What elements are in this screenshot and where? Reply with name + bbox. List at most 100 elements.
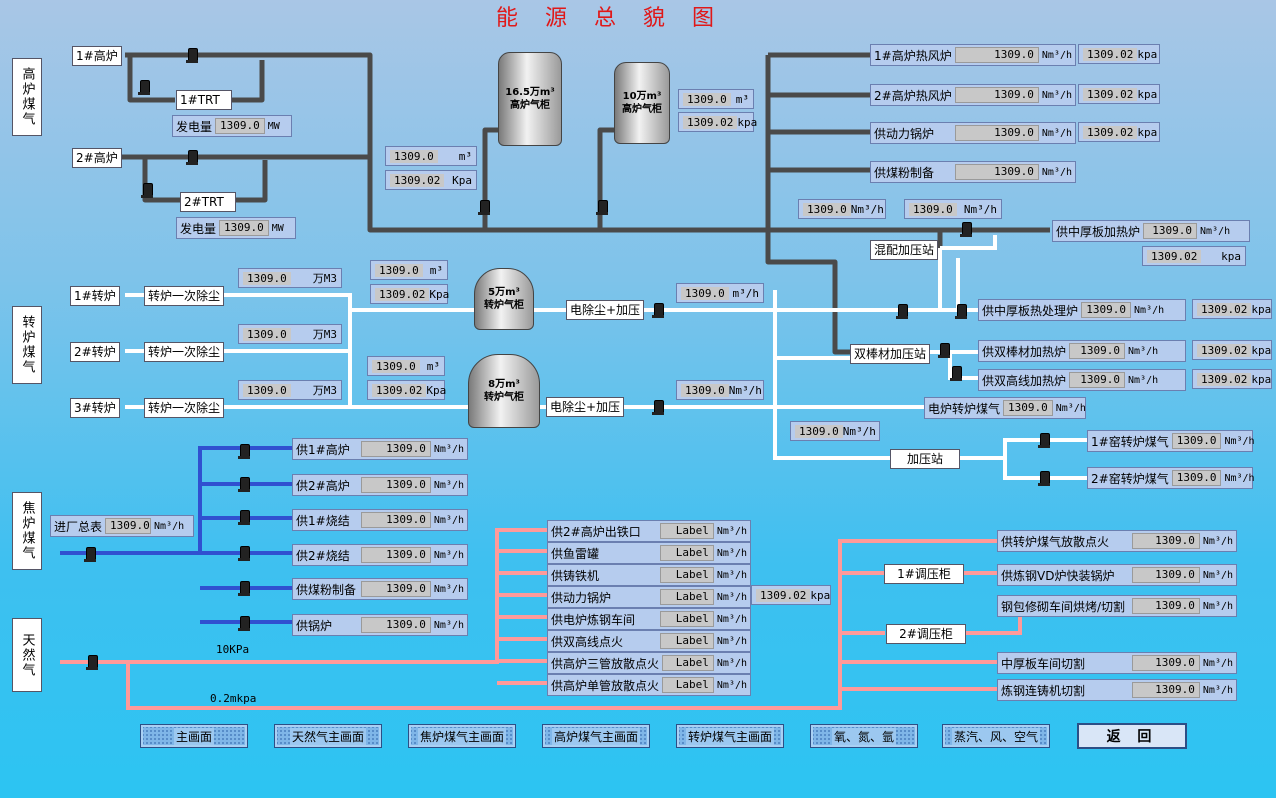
unit: kpa: [1221, 249, 1241, 263]
valve-icon[interactable]: [960, 222, 972, 237]
value: 1309.0: [1069, 372, 1126, 388]
label: 电炉转炉煤气: [928, 401, 1001, 416]
valve-icon[interactable]: [955, 304, 967, 319]
value: 1309.0: [1069, 343, 1126, 359]
unit: kpa: [737, 115, 758, 129]
value: 1309.02: [1147, 249, 1202, 263]
value: 1309.0: [372, 359, 420, 373]
valve-icon[interactable]: [596, 200, 608, 215]
valve-icon[interactable]: [1038, 433, 1050, 448]
valve-icon[interactable]: [86, 655, 98, 670]
value: 1309.02: [375, 287, 430, 301]
valve-icon[interactable]: [652, 400, 664, 415]
unit: Nm³/h: [716, 635, 747, 647]
coke-consumer-2: 供2#高炉 1309.0 Nm³/h: [292, 474, 468, 496]
valve-icon[interactable]: [950, 366, 962, 381]
nav-button-1[interactable]: 主画面: [140, 724, 248, 748]
tank-name: 高炉气柜: [509, 100, 550, 111]
back-button[interactable]: 返 回: [1077, 723, 1187, 749]
value: 1309.0: [1131, 598, 1200, 614]
label: 炼钢连铸机切割: [1001, 683, 1086, 698]
gas-consumer-5: 供电炉炼钢车间 Label Nm³/h: [547, 608, 751, 630]
nav-button-5[interactable]: 转炉煤气主画面: [676, 724, 784, 748]
coke-consumer-4: 供2#烧结 1309.0 Nm³/h: [292, 544, 468, 566]
valve-icon[interactable]: [938, 343, 950, 358]
label: 供煤粉制备: [874, 165, 935, 180]
blast-furnace-2-label: 2#高炉: [72, 148, 122, 168]
valve-icon[interactable]: [478, 200, 490, 215]
unit: Nm³/h: [1202, 657, 1233, 669]
unit: Nm³/h: [716, 547, 747, 559]
label: 供1#烧结: [296, 513, 350, 528]
nav-button-7[interactable]: 蒸汽、风、空气: [942, 724, 1050, 748]
valve-icon[interactable]: [238, 477, 250, 492]
label: 供中厚板加热炉: [1056, 224, 1141, 239]
top-consumer-1: 1#高炉热风炉 1309.0 Nm³/h: [870, 44, 1076, 66]
gas-consumer-2: 供鱼雷罐 Label Nm³/h: [547, 542, 751, 564]
label: 供动力锅炉: [874, 126, 935, 141]
unit: Nm³/h: [1202, 600, 1233, 612]
nav-button-label: 焦炉煤气主画面: [417, 727, 506, 745]
valve-icon[interactable]: [141, 183, 153, 198]
value: 1309.02: [1083, 125, 1138, 139]
unit: Nm³/h: [1134, 304, 1165, 316]
generation-unit: MW: [267, 120, 280, 132]
nav-button-label: 天然气主画面: [289, 727, 366, 745]
valve-icon[interactable]: [186, 150, 198, 165]
valve-icon[interactable]: [186, 48, 198, 63]
nav-button-4[interactable]: 高炉煤气主画面: [542, 724, 650, 748]
value: 1309.0: [683, 92, 731, 106]
generation-value: 1309.0: [215, 118, 265, 134]
valve-icon[interactable]: [652, 303, 664, 318]
nav-button-3[interactable]: 焦炉煤气主画面: [408, 724, 516, 748]
regulator-cabinet-1: 1#调压柜: [884, 564, 964, 584]
regulator-cabinet-2: 2#调压柜: [886, 624, 966, 644]
label: 供双棒材加热炉: [982, 344, 1067, 359]
valve-icon[interactable]: [1038, 471, 1050, 486]
unit: Nm³/h: [716, 569, 747, 581]
value: 1309.0: [681, 286, 729, 300]
unit: 万M3: [312, 384, 337, 397]
nav-button-6[interactable]: 氧、氮、氩: [810, 724, 918, 748]
unit: kpa: [1137, 87, 1158, 101]
unit: Nm³/h: [1041, 89, 1072, 101]
valve-icon[interactable]: [238, 546, 250, 561]
value: 1309.0: [105, 518, 152, 534]
pressure-station: 加压站: [890, 449, 960, 469]
valve-icon[interactable]: [896, 304, 908, 319]
label: 供高炉三管放散点火: [551, 656, 660, 671]
unit: kpa: [1251, 343, 1272, 357]
value: Label: [659, 523, 714, 539]
value: 1309.0: [243, 271, 291, 285]
valve-icon[interactable]: [138, 80, 150, 95]
valve-icon[interactable]: [238, 510, 250, 525]
valve-icon[interactable]: [238, 444, 250, 459]
unit: Nm³/h: [1041, 49, 1072, 61]
unit: Nm³/h: [716, 591, 747, 603]
value: Label: [659, 589, 714, 605]
generation-label: 发电量: [180, 221, 217, 236]
valve-icon[interactable]: [238, 616, 250, 631]
label: 中厚板车间切割: [1001, 656, 1086, 671]
value: 1309.0: [909, 202, 957, 216]
nav-button-2[interactable]: 天然气主画面: [274, 724, 382, 748]
value: 1309.02: [683, 115, 738, 129]
valve-icon[interactable]: [238, 581, 250, 596]
page-title: 能 源 总 貌 图: [496, 6, 724, 31]
unit: 万M3: [312, 272, 337, 285]
valve-icon[interactable]: [84, 547, 96, 562]
value: 1309.0: [360, 512, 431, 528]
